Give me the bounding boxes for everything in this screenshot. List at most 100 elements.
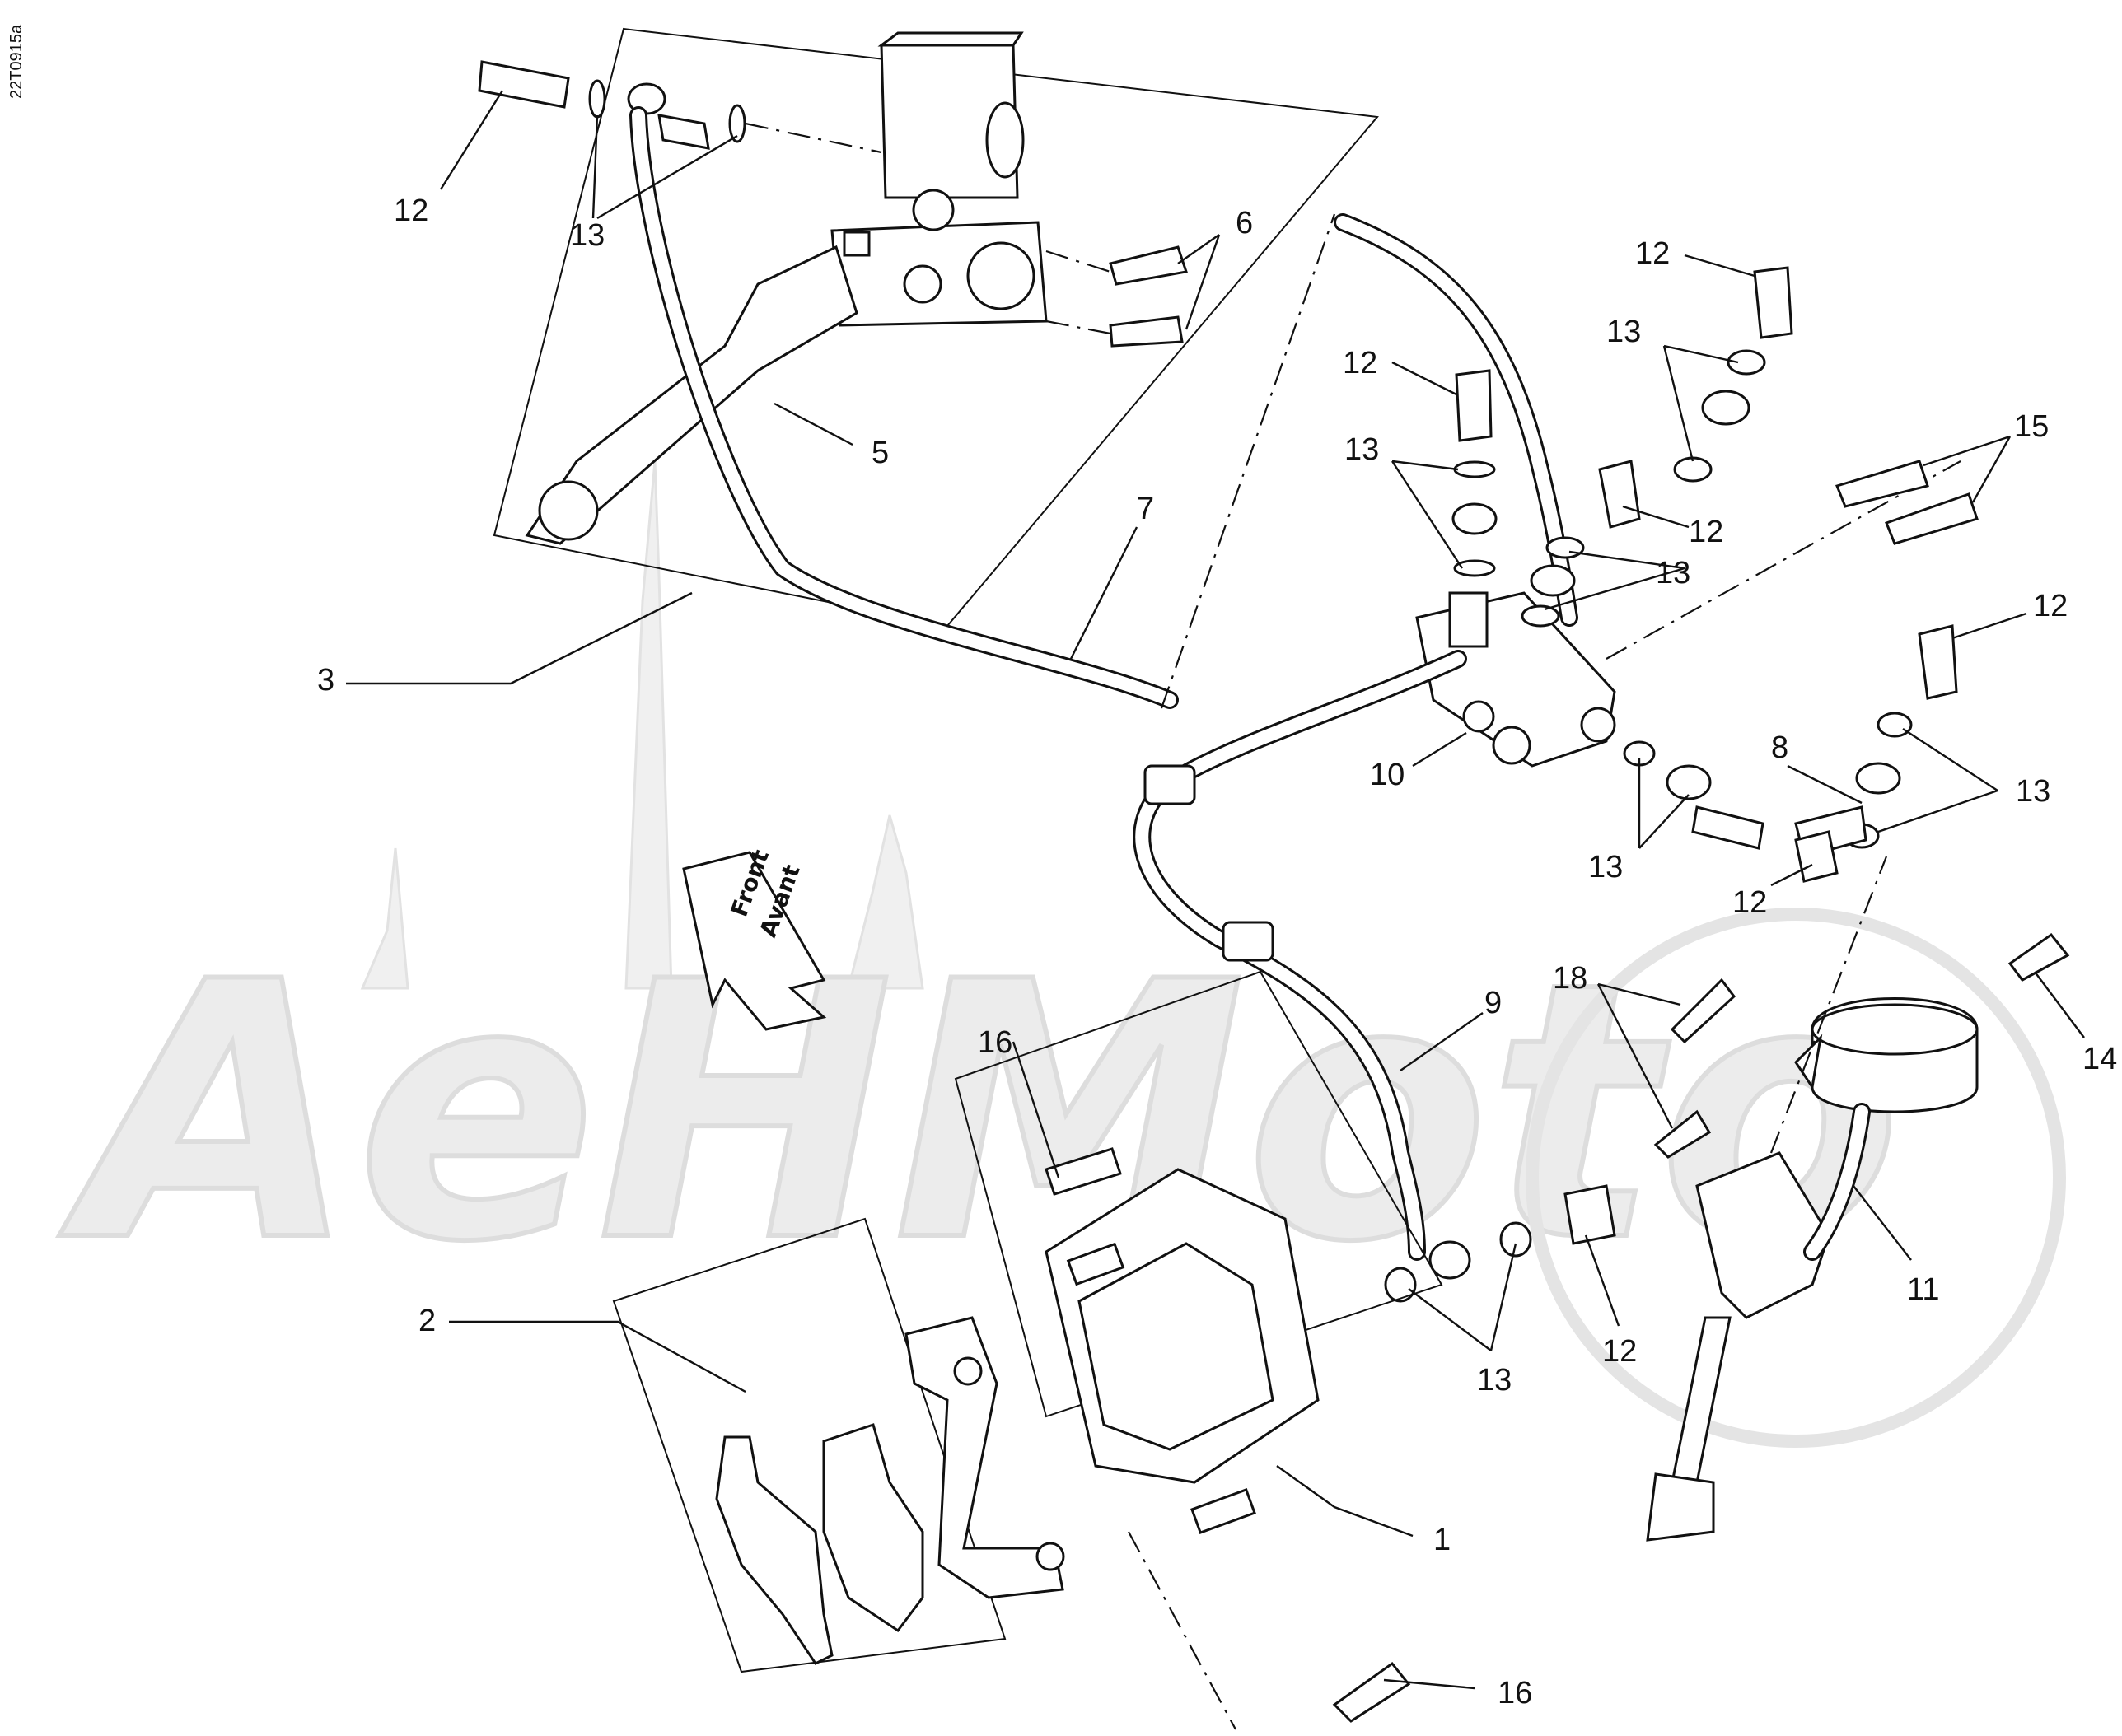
bolt-16-upper	[1045, 1147, 1122, 1196]
callout-11: 11	[1907, 1272, 1939, 1307]
washer-13e-a	[1877, 712, 1913, 738]
callout-5: 5	[872, 436, 889, 470]
leader-lines	[346, 90, 2085, 1690]
bolt-18-lower	[1653, 1109, 1712, 1159]
callout-12: 12	[1689, 515, 1723, 549]
hose-9-clip-a	[1143, 764, 1196, 805]
bracket-hole-b	[1035, 1542, 1065, 1571]
distributor-axis	[1606, 460, 1961, 660]
bolts-14-18	[1653, 932, 2070, 1159]
rear-mc-clevis	[1646, 1472, 1715, 1542]
brake-pad	[822, 1423, 924, 1633]
lever-ball-end	[538, 480, 599, 541]
watermark-skyline	[360, 460, 924, 990]
pivot-bolt	[843, 231, 871, 257]
banjo-eye-12d	[1701, 390, 1750, 426]
hose-fitting-13f	[1691, 805, 1764, 850]
washer-13c-a	[1545, 536, 1585, 559]
callout-18: 18	[1553, 961, 1587, 996]
group-2-outline	[612, 1217, 1007, 1673]
callout-13: 13	[1477, 1363, 1512, 1398]
callout-12: 12	[1732, 885, 1767, 920]
clamp-eye	[966, 241, 1035, 310]
reservoir-tab	[1794, 1034, 1823, 1090]
callout-12: 12	[2033, 589, 2068, 623]
mounting-bolts-15	[1835, 460, 1979, 545]
callout-6: 6	[1236, 206, 1253, 240]
bolt-16-axis	[1128, 1531, 1236, 1730]
caliper-banjo	[1384, 1184, 1616, 1303]
callout-13: 13	[570, 218, 605, 253]
washer-13c-b	[1521, 604, 1560, 628]
callout-9: 9	[1484, 986, 1502, 1020]
callout-13: 13	[1656, 556, 1690, 590]
banjo-neck-top	[657, 114, 710, 150]
watermark-logo-text: AeHMoto	[54, 908, 1901, 1319]
callout-16: 16	[978, 1025, 1012, 1060]
bolt-18-upper	[1670, 978, 1736, 1044]
banjo-bolt-12c	[1598, 460, 1641, 529]
sight-glass	[985, 101, 1025, 179]
banjo-port	[912, 189, 955, 231]
rear-mc-pushrod	[1671, 1316, 1732, 1484]
banjo-eye-13f	[1666, 764, 1712, 800]
caliper-pistons	[1077, 1242, 1274, 1451]
washer-13g-a	[1384, 1267, 1417, 1303]
banjo-axis-top	[745, 122, 882, 154]
banjo-eye-caliper	[1428, 1240, 1471, 1280]
washer-13b-a	[1453, 460, 1496, 478]
callout-13: 13	[1588, 850, 1623, 884]
clamp-screw-lower	[1109, 315, 1184, 348]
distributor-banjo-stack	[1451, 266, 1961, 660]
rear-line-banjo-cluster	[1623, 624, 1958, 883]
brake-distributor-block	[1415, 591, 1616, 768]
hose-7-continuation	[1160, 213, 1336, 709]
banjo-eye-12c	[1530, 564, 1576, 597]
callout-1: 1	[1433, 1523, 1451, 1557]
callout-labels: 12 13 6 5 7 3 12 13 12 13 12 13 15 12 10…	[317, 194, 2117, 1710]
callout-7: 7	[1137, 492, 1154, 526]
bolt-14	[2007, 932, 2070, 982]
bolt-16-lower	[1332, 1661, 1411, 1723]
brake-pads	[715, 1423, 924, 1665]
callout-16: 16	[1498, 1676, 1532, 1710]
brake-hose-7	[629, 106, 1179, 709]
callout-12: 12	[1602, 1334, 1637, 1369]
bolt-15-lower	[1885, 492, 1979, 545]
rear-mc-axis	[1769, 856, 1888, 1154]
rear-master-cylinder	[1646, 856, 1979, 1542]
callout-12: 12	[1343, 346, 1377, 380]
callout-8: 8	[1771, 730, 1788, 765]
washer-13g-b	[1499, 1221, 1532, 1258]
watermark-wheel	[1526, 908, 2066, 1448]
banjo-fitting-top	[478, 60, 882, 154]
caliper-bolts-16	[1045, 1147, 1411, 1730]
distributor-port-b	[1580, 707, 1616, 743]
callout-2: 2	[418, 1304, 436, 1338]
pad-spring	[715, 1435, 834, 1665]
clamp-screw-upper	[1109, 245, 1188, 286]
washer-13b-b	[1453, 559, 1496, 577]
callout-13: 13	[1606, 315, 1641, 349]
banjo-eye-8	[1855, 762, 1901, 795]
front-arrow-shape	[682, 851, 827, 1031]
bolt-15-upper	[1835, 460, 1929, 508]
banjo-bolt-top	[478, 60, 570, 109]
banjo-bolt-12d	[1753, 266, 1793, 339]
distributor-fitting	[1448, 591, 1489, 648]
bracket-hole-a	[953, 1356, 983, 1386]
banjo-bolt-12g	[1563, 1184, 1616, 1245]
group-1-outline	[954, 970, 1443, 1418]
caliper-slide-pin-a	[1066, 1242, 1125, 1286]
banjo-eye-12b	[1451, 502, 1498, 535]
reservoir-top	[877, 31, 1024, 47]
distributor-mount	[1462, 700, 1495, 733]
bracket-body	[904, 1316, 1064, 1599]
watermark: AeHMoto	[52, 460, 2066, 1448]
distributor-port-a	[1492, 726, 1531, 765]
callout-13: 13	[1344, 432, 1379, 467]
callout-10: 10	[1370, 758, 1405, 792]
washer-13d-b	[1673, 456, 1713, 483]
reservoir-cap	[1811, 1003, 1979, 1056]
callout-3: 3	[317, 663, 334, 698]
